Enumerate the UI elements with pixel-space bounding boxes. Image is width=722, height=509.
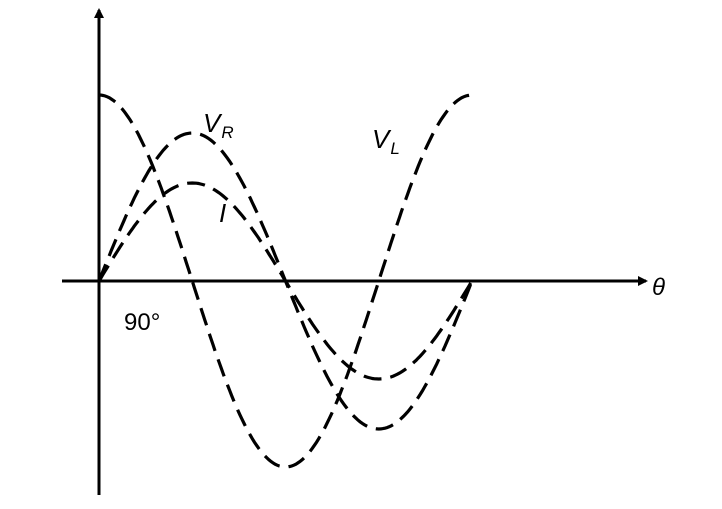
curve-i — [97, 181, 474, 381]
curve-v-l — [98, 93, 473, 469]
vl-label-main: V — [372, 124, 390, 154]
theta-label: θ — [652, 274, 666, 301]
vr-label-sub: R — [221, 123, 234, 142]
current-label: I — [219, 198, 227, 228]
vl-label: VL — [372, 124, 400, 158]
vr-label: VR — [203, 108, 234, 142]
vr-label-main: V — [203, 108, 221, 138]
ninety-degree-label: 90° — [124, 309, 161, 336]
vl-label-sub: L — [390, 139, 400, 158]
